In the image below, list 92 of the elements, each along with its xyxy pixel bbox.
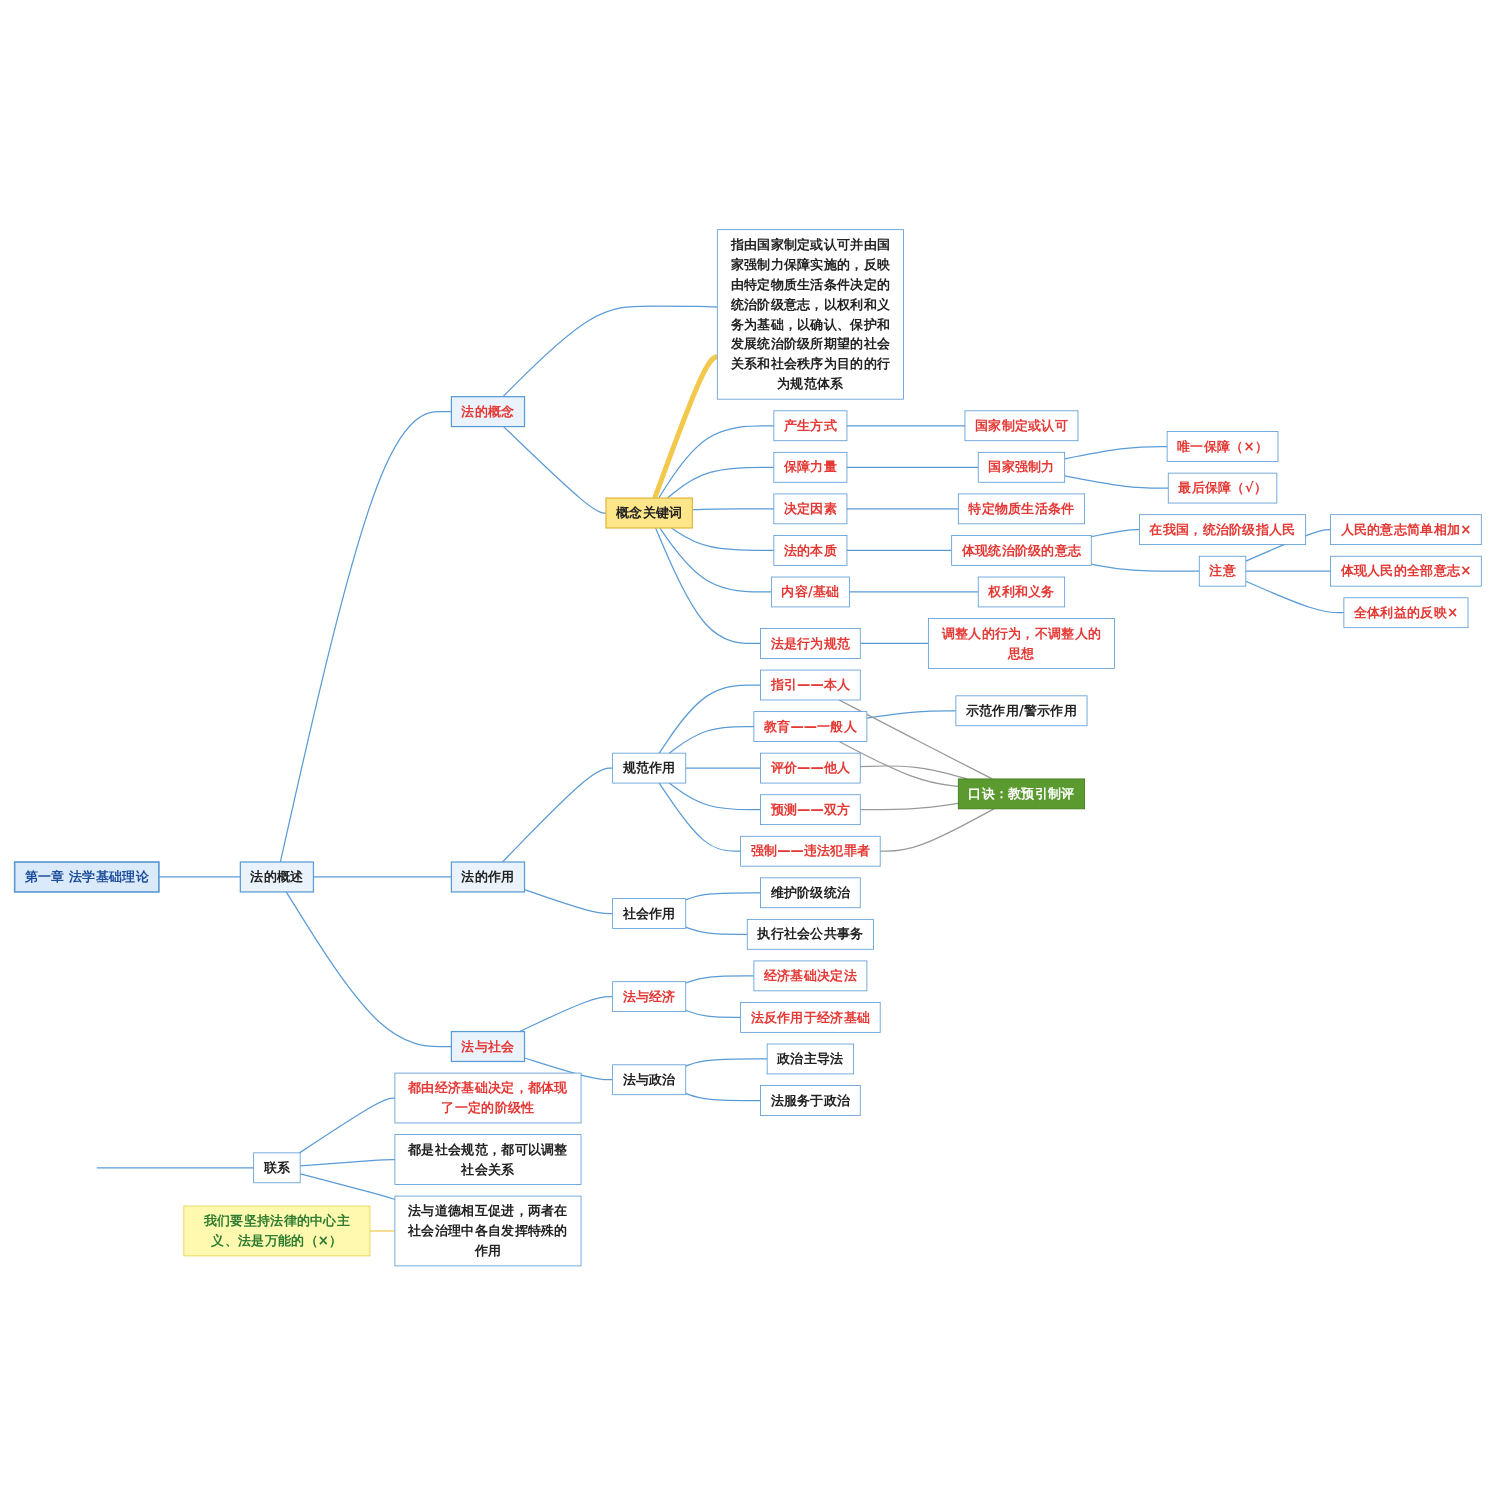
connector bbox=[657, 424, 774, 499]
connector bbox=[684, 974, 754, 984]
node-box: 调整人的行为，不调整人的思想 bbox=[927, 617, 1115, 669]
connector bbox=[518, 995, 613, 1032]
node-box: 评价——他人 bbox=[759, 752, 861, 784]
node-box: 联系 bbox=[252, 1152, 301, 1183]
node-box: 国家制定或认可 bbox=[964, 410, 1078, 441]
connector bbox=[523, 888, 613, 914]
connector bbox=[684, 767, 761, 769]
connector bbox=[838, 740, 959, 787]
node-box: 示范作用/警示作用 bbox=[954, 695, 1087, 726]
node-box: 法服务于政治 bbox=[759, 1084, 861, 1116]
node-box: 法与社会 bbox=[450, 1030, 525, 1062]
connector bbox=[501, 767, 613, 863]
connector bbox=[658, 684, 761, 754]
connector bbox=[666, 466, 774, 499]
connector bbox=[299, 1158, 396, 1167]
node-box: 在我国，统治阶级指人民 bbox=[1138, 514, 1306, 545]
node-box: 口诀：教预引制评 bbox=[957, 778, 1085, 809]
node-box: 指由国家制定或认可并由国家强制力保障实施的，反映由特定物质生活条件决定的统治阶级意志，以权利和义务为基础，以确认、保护和发展统治阶级所期望的社会关系和社会秩序为目的的行为规范体系 bbox=[716, 228, 904, 400]
connector bbox=[299, 1173, 396, 1200]
node-box: 全体利益的反映× bbox=[1342, 597, 1468, 628]
node-box: 都是社会规范，都可以调整社会关系 bbox=[394, 1133, 581, 1185]
node-box: 预测——双方 bbox=[759, 794, 861, 825]
connector bbox=[668, 782, 761, 811]
connector bbox=[684, 1092, 761, 1101]
connector bbox=[1063, 445, 1168, 460]
connector bbox=[651, 353, 718, 499]
node-box: 社会作用 bbox=[611, 897, 686, 929]
node-box: 都由经济基础决定，都体现了一定的阶级性 bbox=[394, 1072, 581, 1124]
connector bbox=[654, 527, 761, 644]
node-box: 政治主导法 bbox=[766, 1043, 854, 1075]
connector bbox=[879, 807, 995, 852]
connector bbox=[845, 466, 979, 468]
node-box: 体现统治阶级的意志 bbox=[950, 534, 1092, 566]
node-box: 教育——一般人 bbox=[752, 710, 867, 742]
connector bbox=[865, 709, 956, 719]
node-box: 法是行为规范 bbox=[759, 627, 861, 659]
connector bbox=[684, 1009, 741, 1018]
node-box: 注意 bbox=[1198, 555, 1246, 587]
node-box: 体现人民的全部意志× bbox=[1329, 555, 1482, 587]
node-box: 权利和义务 bbox=[977, 576, 1065, 608]
node-box: 保障力量 bbox=[772, 451, 847, 483]
node-box: 概念关键词 bbox=[604, 497, 693, 529]
connector bbox=[845, 424, 966, 427]
connector bbox=[859, 802, 959, 811]
connector bbox=[684, 891, 761, 901]
connector bbox=[691, 507, 774, 511]
connector bbox=[95, 1166, 254, 1169]
connector bbox=[658, 782, 741, 852]
node-box: 法的概念 bbox=[450, 395, 525, 427]
connector bbox=[658, 527, 772, 593]
node-box: 决定因素 bbox=[772, 493, 847, 524]
node-box: 强制——违法犯罪者 bbox=[739, 835, 881, 867]
connector bbox=[1063, 474, 1169, 489]
connector bbox=[1244, 580, 1344, 614]
node-box: 第一章 法学基础理论 bbox=[13, 860, 160, 893]
node-box: 维护阶级统治 bbox=[759, 877, 861, 908]
connector bbox=[859, 642, 929, 644]
node-box: 法与道德相互促进，两者在社会治理中各自发挥特殊的作用 bbox=[394, 1195, 581, 1267]
connector bbox=[1090, 563, 1200, 572]
node-box: 法与经济 bbox=[611, 981, 686, 1012]
node-box: 规范作用 bbox=[611, 752, 686, 784]
node-box: 我们要坚持法律的中心主义、法是万能的（×） bbox=[182, 1205, 370, 1257]
node-box: 唯一保障（×） bbox=[1166, 430, 1278, 462]
node-box: 最后保障（√） bbox=[1167, 472, 1277, 504]
node-box: 产生方式 bbox=[772, 410, 847, 441]
connector bbox=[668, 725, 754, 754]
node-box: 法与政治 bbox=[611, 1064, 686, 1095]
node-box: 内容/基础 bbox=[770, 576, 850, 608]
connector bbox=[298, 1097, 396, 1154]
connector bbox=[1090, 528, 1140, 538]
connector bbox=[1244, 570, 1331, 572]
connector bbox=[684, 1058, 768, 1067]
node-box: 特定物质生活条件 bbox=[957, 493, 1085, 524]
connector bbox=[838, 699, 993, 780]
node-box: 国家强制力 bbox=[977, 451, 1065, 483]
node-box: 法的作用 bbox=[450, 861, 525, 893]
connector bbox=[368, 1230, 396, 1232]
node-box: 法的本质 bbox=[772, 534, 847, 566]
connector bbox=[848, 591, 979, 593]
connector bbox=[845, 549, 952, 551]
node-box: 指引——本人 bbox=[759, 669, 861, 701]
node-box: 人民的意志简单相加× bbox=[1329, 514, 1482, 545]
node-box: 法的概述 bbox=[239, 861, 314, 893]
connector bbox=[670, 527, 774, 551]
connector bbox=[501, 305, 718, 398]
node-box: 法反作用于经济基础 bbox=[739, 1001, 881, 1033]
connector bbox=[845, 507, 959, 510]
node-box: 经济基础决定法 bbox=[752, 960, 867, 991]
node-box: 执行社会公共事务 bbox=[746, 918, 874, 950]
connector bbox=[684, 926, 748, 935]
